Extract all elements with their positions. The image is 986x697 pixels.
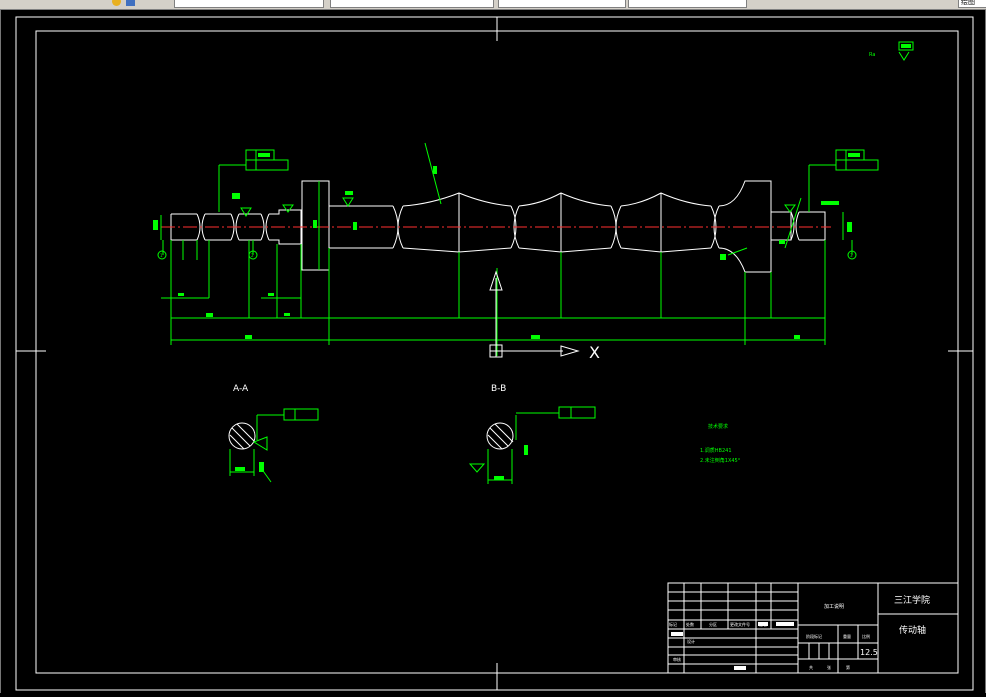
tb-weight: 重量	[843, 633, 851, 639]
section-a-circle	[228, 422, 256, 450]
outer-frame	[15, 16, 974, 691]
marker-3: 3	[850, 253, 853, 258]
section-a-label: A-A	[233, 384, 249, 394]
drawing-sheet: A-A B-B X 三江学院 传动轴 加工说明 12.5 标记 处数 分区 更改…	[15, 16, 974, 691]
dimensions	[157, 41, 914, 356]
tb-scale: 比例	[862, 633, 870, 639]
process-label: 加工说明	[824, 603, 844, 610]
scale-value: 12.5	[860, 648, 878, 657]
tb-sheet: 张	[827, 664, 831, 670]
tb-design: 设计	[687, 638, 695, 644]
tb-sheet-total: 共	[809, 664, 813, 670]
section-b-label: B-B	[491, 384, 506, 394]
plot-style-select[interactable]: 绘图	[958, 0, 986, 8]
part-name: 传动轴	[899, 624, 926, 636]
drawing-canvas[interactable]: A-A B-B X 三江学院 传动轴 加工说明 12.5 标记 处数 分区 更改…	[0, 10, 986, 693]
dimension-values	[153, 44, 911, 339]
layer-bulb-icon[interactable]	[112, 0, 121, 6]
company-name: 三江学院	[894, 594, 930, 606]
tb-doc: 更改文件号	[730, 621, 750, 627]
cad-toolbar: 绘图	[0, 0, 986, 10]
tb-zone: 分区	[709, 621, 717, 627]
tb-check: 审核	[673, 656, 681, 662]
tech-notes-title: 技术要求	[708, 423, 728, 430]
marker-1: 1	[160, 253, 163, 258]
tech-note-2: 2.未注倒角1X45°	[700, 457, 741, 464]
title-block	[667, 582, 959, 674]
tb-sign: 签名	[759, 621, 767, 627]
tb-count: 处数	[686, 621, 694, 627]
tb-sheet-no: 第	[846, 664, 850, 670]
ucs-icon	[489, 270, 580, 358]
color-select[interactable]	[330, 0, 494, 8]
marker-2: 2	[251, 253, 254, 258]
tb-marks: 标记	[669, 621, 677, 627]
layer-select[interactable]	[174, 0, 324, 8]
tech-note-1: 1.调质HB241	[700, 447, 732, 454]
tb-stage: 阶段标记	[806, 633, 822, 639]
flange-left	[301, 180, 330, 271]
roughness-note: Ra	[869, 52, 875, 58]
section-b-circle	[486, 422, 514, 450]
lineweight-select[interactable]	[628, 0, 747, 8]
ucs-x-label: X	[589, 343, 600, 362]
layer-state-icon[interactable]	[126, 0, 135, 6]
section-views	[228, 422, 514, 450]
linetype-select[interactable]	[498, 0, 626, 8]
